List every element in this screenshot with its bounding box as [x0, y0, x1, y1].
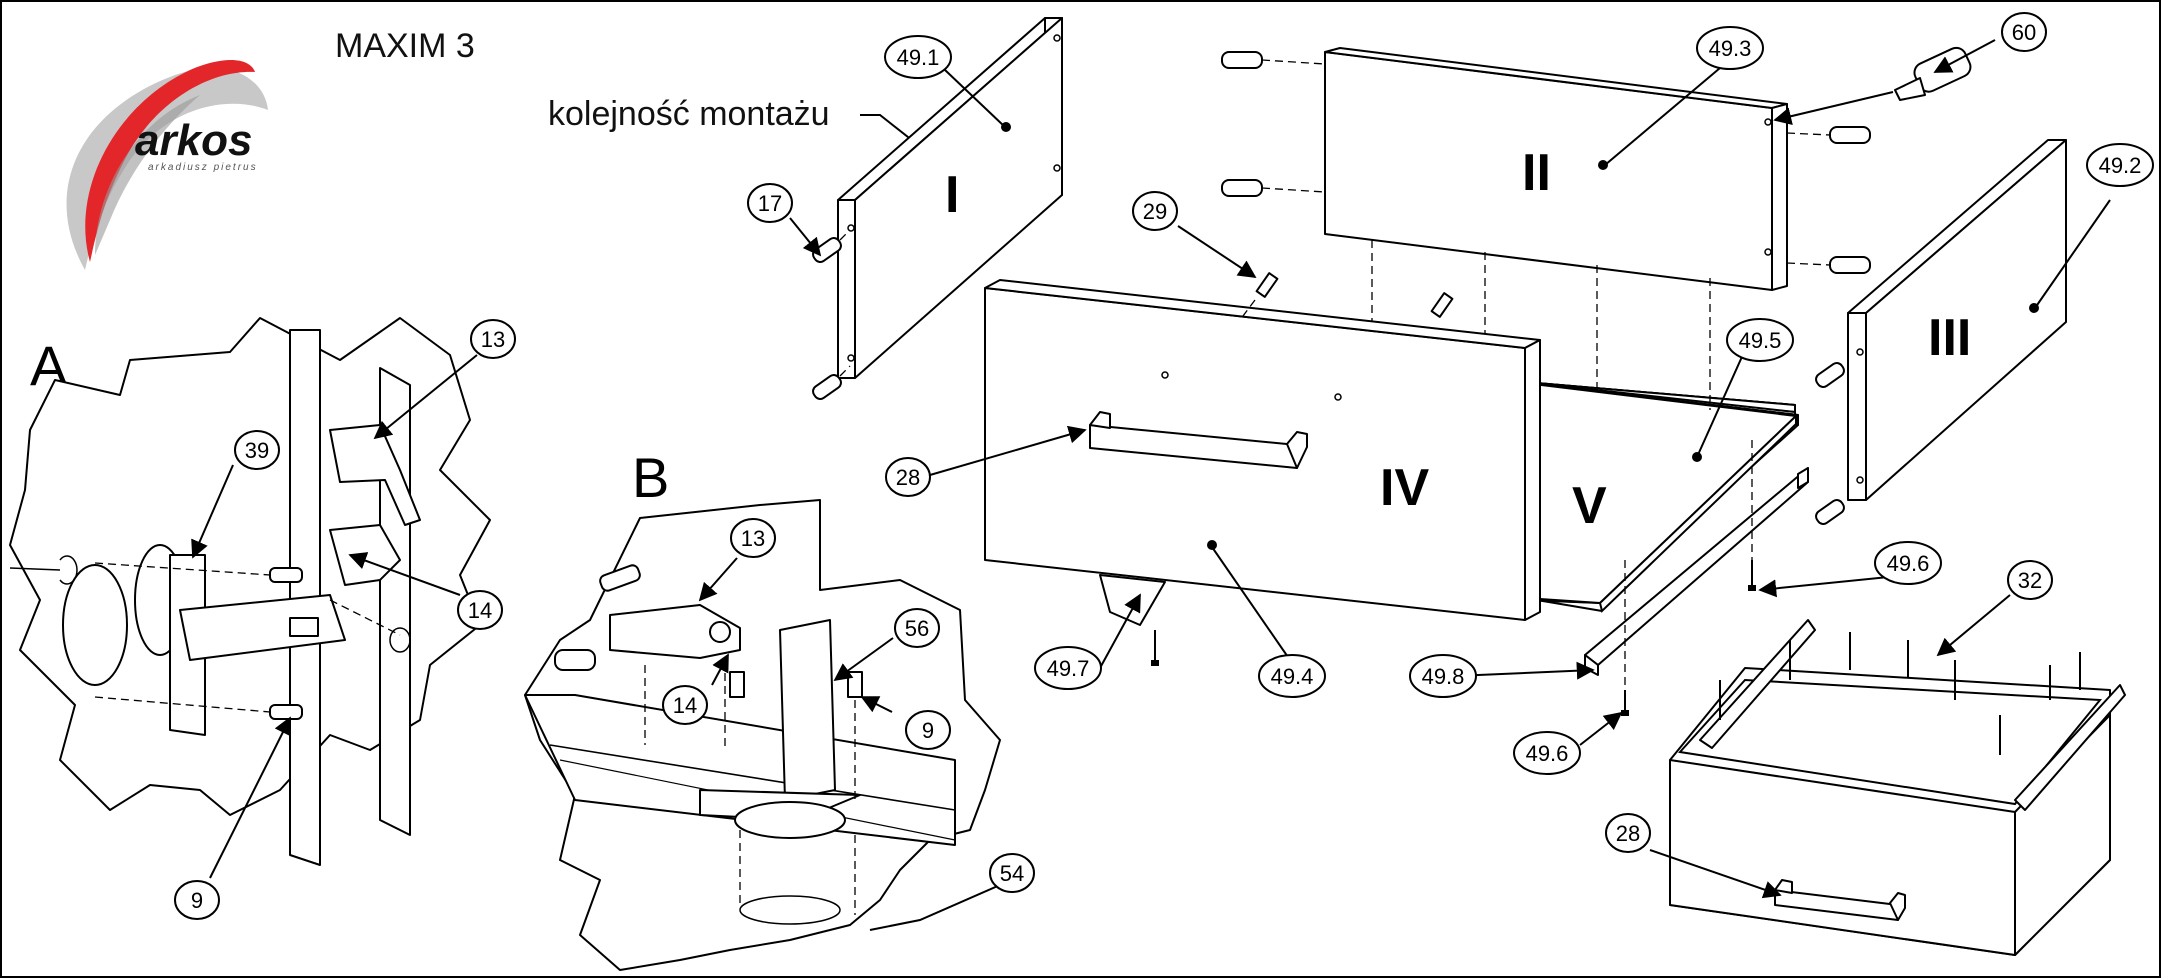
detail-a [9, 317, 491, 866]
svg-text:54: 54 [1000, 861, 1024, 886]
screws-29 [1239, 272, 1454, 321]
svg-text:49.2: 49.2 [2099, 153, 2142, 178]
panel-49-1 [837, 17, 1063, 379]
callout-49-6-bottom: 49.6 [1513, 731, 1581, 775]
svg-text:49.6: 49.6 [1526, 741, 1569, 766]
svg-text:14: 14 [673, 693, 697, 718]
svg-text:49.3: 49.3 [1709, 36, 1752, 61]
svg-text:9: 9 [922, 718, 934, 743]
callout-28-front: 28 [885, 457, 931, 497]
logo-subtitle: arkadiusz pietrus [148, 162, 258, 173]
bracket-49-7 [1099, 574, 1166, 666]
svg-text:39: 39 [245, 438, 269, 463]
callout-a-13: 13 [470, 319, 516, 359]
callout-a-39: 39 [234, 430, 280, 470]
callout-49-4: 49.4 [1258, 654, 1326, 698]
detail-b [524, 499, 1001, 971]
svg-text:9: 9 [191, 888, 203, 913]
screws-b [554, 564, 863, 925]
callout-49-1: 49.1 [884, 35, 952, 79]
dowels-back-panel [1221, 51, 1871, 274]
svg-text:49.1: 49.1 [897, 45, 940, 70]
callout-leaders [191, 39, 2111, 931]
callout-29: 29 [1132, 191, 1178, 231]
svg-text:14: 14 [468, 598, 492, 623]
roman-i: I [945, 166, 959, 224]
detail-label-b: B [632, 446, 669, 509]
hinge-13-b [609, 604, 741, 659]
callout-17: 17 [747, 183, 793, 223]
svg-text:17: 17 [758, 191, 782, 216]
cam-tool-60 [1894, 46, 1972, 101]
roman-v: V [1572, 477, 1607, 535]
callout-60: 60 [2001, 12, 2047, 52]
bottom-panel-main [1524, 381, 1799, 613]
svg-text:49.6: 49.6 [1887, 551, 1930, 576]
handle-28-front [1089, 411, 1308, 469]
svg-text:28: 28 [896, 465, 920, 490]
callout-49-5: 49.5 [1726, 318, 1794, 362]
callout-49-3: 49.3 [1696, 26, 1764, 70]
roman-iii: III [1928, 309, 1971, 367]
logo-word: arkos [135, 116, 252, 165]
callout-a-14: 14 [457, 590, 503, 630]
panel-49-3 [1324, 47, 1788, 291]
svg-text:49.7: 49.7 [1047, 656, 1090, 681]
svg-text:49.8: 49.8 [1422, 664, 1465, 689]
screws-49-6 [1621, 560, 1756, 716]
callout-b-9: 9 [905, 710, 951, 750]
callout-49-2: 49.2 [2086, 143, 2154, 187]
svg-text:13: 13 [741, 526, 765, 551]
svg-text:56: 56 [905, 616, 929, 641]
callout-49-7: 49.7 [1034, 646, 1102, 690]
drawer-screws-32 [1719, 632, 2081, 755]
svg-text:29: 29 [1143, 199, 1167, 224]
runner-49-8 [1584, 440, 1809, 690]
roman-iv: IV [1380, 459, 1429, 517]
svg-text:49.5: 49.5 [1739, 328, 1782, 353]
dowels-side-right [1815, 362, 1845, 525]
screws-a [94, 562, 411, 720]
callout-49-6-top: 49.6 [1874, 541, 1942, 585]
roman-ii: II [1522, 144, 1551, 202]
callout-32: 32 [2007, 560, 2053, 600]
callout-b-13: 13 [730, 518, 776, 558]
callout-b-14: 14 [662, 685, 708, 725]
callout-b-56: 56 [894, 608, 940, 648]
callout-b-54: 54 [989, 853, 1035, 893]
drawer-assembled [1669, 619, 2126, 956]
model-title: MAXIM 3 [335, 27, 475, 65]
assembly-order-label: kolejność montażu [548, 95, 830, 133]
arkos-logo: arkos arkadiusz pietrus [66, 60, 268, 270]
svg-text:32: 32 [2018, 568, 2042, 593]
callout-28-drawer: 28 [1605, 813, 1651, 853]
callout-49-8: 49.8 [1409, 654, 1477, 698]
callout-a-9: 9 [174, 880, 220, 920]
svg-text:13: 13 [481, 327, 505, 352]
svg-text:28: 28 [1616, 821, 1640, 846]
svg-text:60: 60 [2012, 20, 2036, 45]
svg-text:49.4: 49.4 [1271, 664, 1314, 689]
